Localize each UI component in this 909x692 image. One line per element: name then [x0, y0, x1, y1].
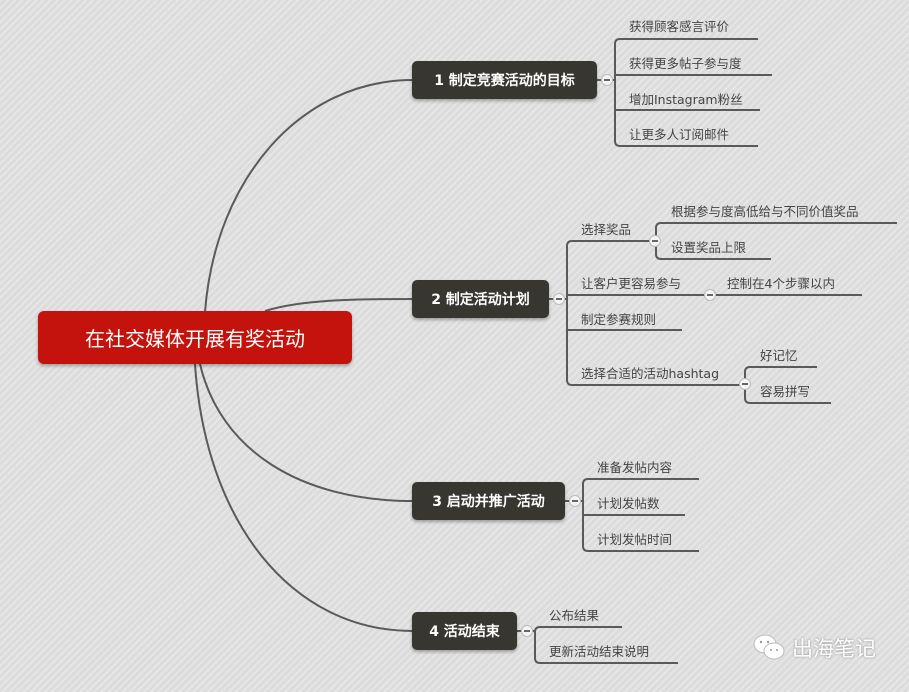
subtopic-node[interactable]: 制定参赛规则	[581, 312, 657, 327]
leaf-node[interactable]: 更新活动结束说明	[549, 644, 650, 659]
leaf-node[interactable]: 让更多人订阅邮件	[629, 127, 730, 142]
leaf-node[interactable]: 容易拼写	[760, 384, 811, 399]
leaf-node[interactable]: 增加Instagram粉丝	[629, 92, 743, 107]
leaf-node[interactable]: 准备发帖内容	[597, 460, 673, 475]
collapse-toggle-icon[interactable]	[553, 293, 565, 305]
watermark-text: 出海笔记	[792, 637, 876, 661]
leaf-node[interactable]: 好记忆	[760, 348, 798, 363]
root-node[interactable]: 在社交媒体开展有奖活动	[38, 311, 352, 364]
subtopic-node[interactable]: 选择合适的活动hashtag	[581, 366, 720, 381]
branch-node-1[interactable]: 1 制定竞赛活动的目标	[412, 61, 597, 99]
connector-root-branch4	[194, 363, 414, 632]
collapse-toggle-icon[interactable]	[601, 74, 613, 86]
connector-root-branch3	[199, 363, 414, 502]
leaf-node[interactable]: 公布结果	[549, 608, 600, 623]
collapse-toggle-icon[interactable]	[704, 289, 716, 301]
wechat-icon	[753, 634, 785, 660]
branch-node-3[interactable]: 3 启动并推广活动	[412, 482, 565, 520]
leaf-node[interactable]: 计划发帖数	[597, 496, 660, 511]
leaf-node[interactable]: 计划发帖时间	[597, 532, 673, 547]
connector-root-branch2	[264, 298, 414, 312]
leaf-node[interactable]: 获得顾客感言评价	[629, 19, 730, 34]
watermark: 出海笔记	[752, 633, 876, 663]
leaf-node[interactable]: 获得更多帖子参与度	[629, 56, 742, 71]
collapse-toggle-icon[interactable]	[649, 235, 661, 247]
subtopic-node[interactable]: 选择奖品	[581, 222, 632, 237]
branch-node-4[interactable]: 4 活动结束	[412, 612, 517, 650]
collapse-toggle-icon[interactable]	[739, 378, 751, 390]
subtopic-node[interactable]: 让客户更容易参与	[581, 276, 682, 291]
collapse-toggle-icon[interactable]	[569, 495, 581, 507]
branch-node-2[interactable]: 2 制定活动计划	[412, 280, 549, 318]
connector-root-branch1	[204, 79, 414, 313]
leaf-node[interactable]: 设置奖品上限	[671, 240, 747, 255]
leaf-node[interactable]: 根据参与度高低给与不同价值奖品	[671, 204, 859, 219]
collapse-toggle-icon[interactable]	[521, 625, 533, 637]
leaf-node[interactable]: 控制在4个步骤以内	[727, 276, 835, 291]
